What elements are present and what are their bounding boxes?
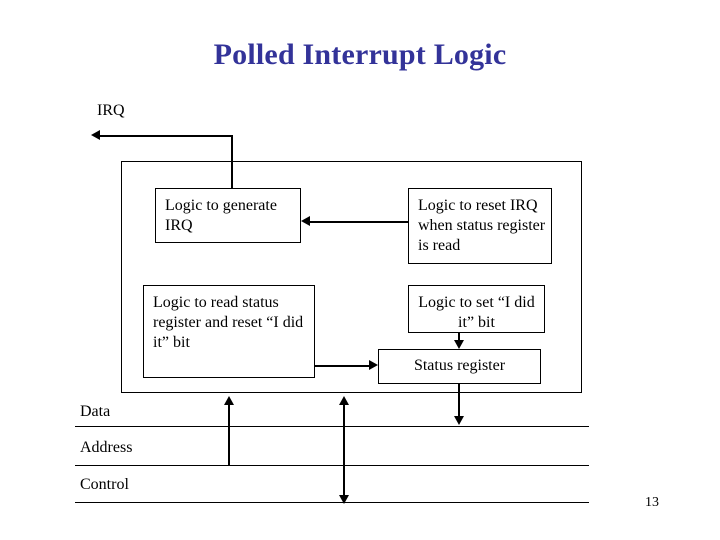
address-bus-label: Address — [80, 439, 133, 456]
read-status-to-status-register-arrowhead-icon — [369, 360, 378, 370]
data-bus-label: Data — [80, 403, 111, 420]
box-logic-generate-irq[interactable]: Logic to generate IRQ — [155, 188, 301, 243]
control-bus-line — [75, 502, 589, 503]
page-number: 13 — [645, 495, 659, 510]
address-bus-to-logic-line — [228, 404, 230, 465]
control-bus-to-logic-line — [343, 404, 345, 496]
irq-output-vertical-line — [231, 135, 233, 189]
read-status-to-status-register-line — [315, 365, 369, 367]
set-did-it-to-status-register-line — [458, 333, 460, 341]
control-bus-to-logic-arrowhead-up-icon — [339, 396, 349, 405]
box-logic-read-status-label: Logic to read status register and reset … — [153, 294, 304, 351]
control-bus-label: Control — [80, 476, 129, 493]
box-logic-reset-irq[interactable]: Logic to reset IRQ when status register … — [408, 188, 552, 264]
peripheral-outline-box — [121, 161, 582, 393]
box-logic-read-status[interactable]: Logic to read status register and reset … — [143, 285, 315, 378]
address-bus-to-logic-arrowhead-icon — [224, 396, 234, 405]
page-title: Polled Interrupt Logic — [213, 38, 507, 71]
box-status-register-label: Status register — [413, 357, 506, 374]
irq-arrowhead-icon — [91, 130, 100, 140]
reset-to-generate-arrowhead-icon — [301, 216, 310, 226]
reset-to-generate-line — [310, 221, 408, 223]
box-status-register[interactable]: Status register — [378, 349, 541, 384]
box-logic-set-did-it[interactable]: Logic to set “I did it” bit — [408, 285, 545, 333]
irq-output-horizontal-line — [100, 135, 232, 137]
box-logic-generate-irq-label: Logic to generate IRQ — [165, 197, 277, 234]
box-logic-set-did-it-label: Logic to set “I did it” bit — [418, 294, 535, 331]
set-did-it-to-status-register-arrowhead-icon — [454, 340, 464, 349]
status-register-to-data-bus-line — [458, 384, 460, 417]
control-bus-to-logic-arrowhead-down-icon — [339, 495, 349, 504]
box-logic-reset-irq-label: Logic to reset IRQ when status register … — [418, 197, 546, 254]
address-bus-line — [75, 465, 589, 466]
status-register-to-data-bus-arrowhead-icon — [454, 416, 464, 425]
data-bus-line — [75, 426, 589, 427]
irq-label: IRQ — [97, 102, 125, 119]
